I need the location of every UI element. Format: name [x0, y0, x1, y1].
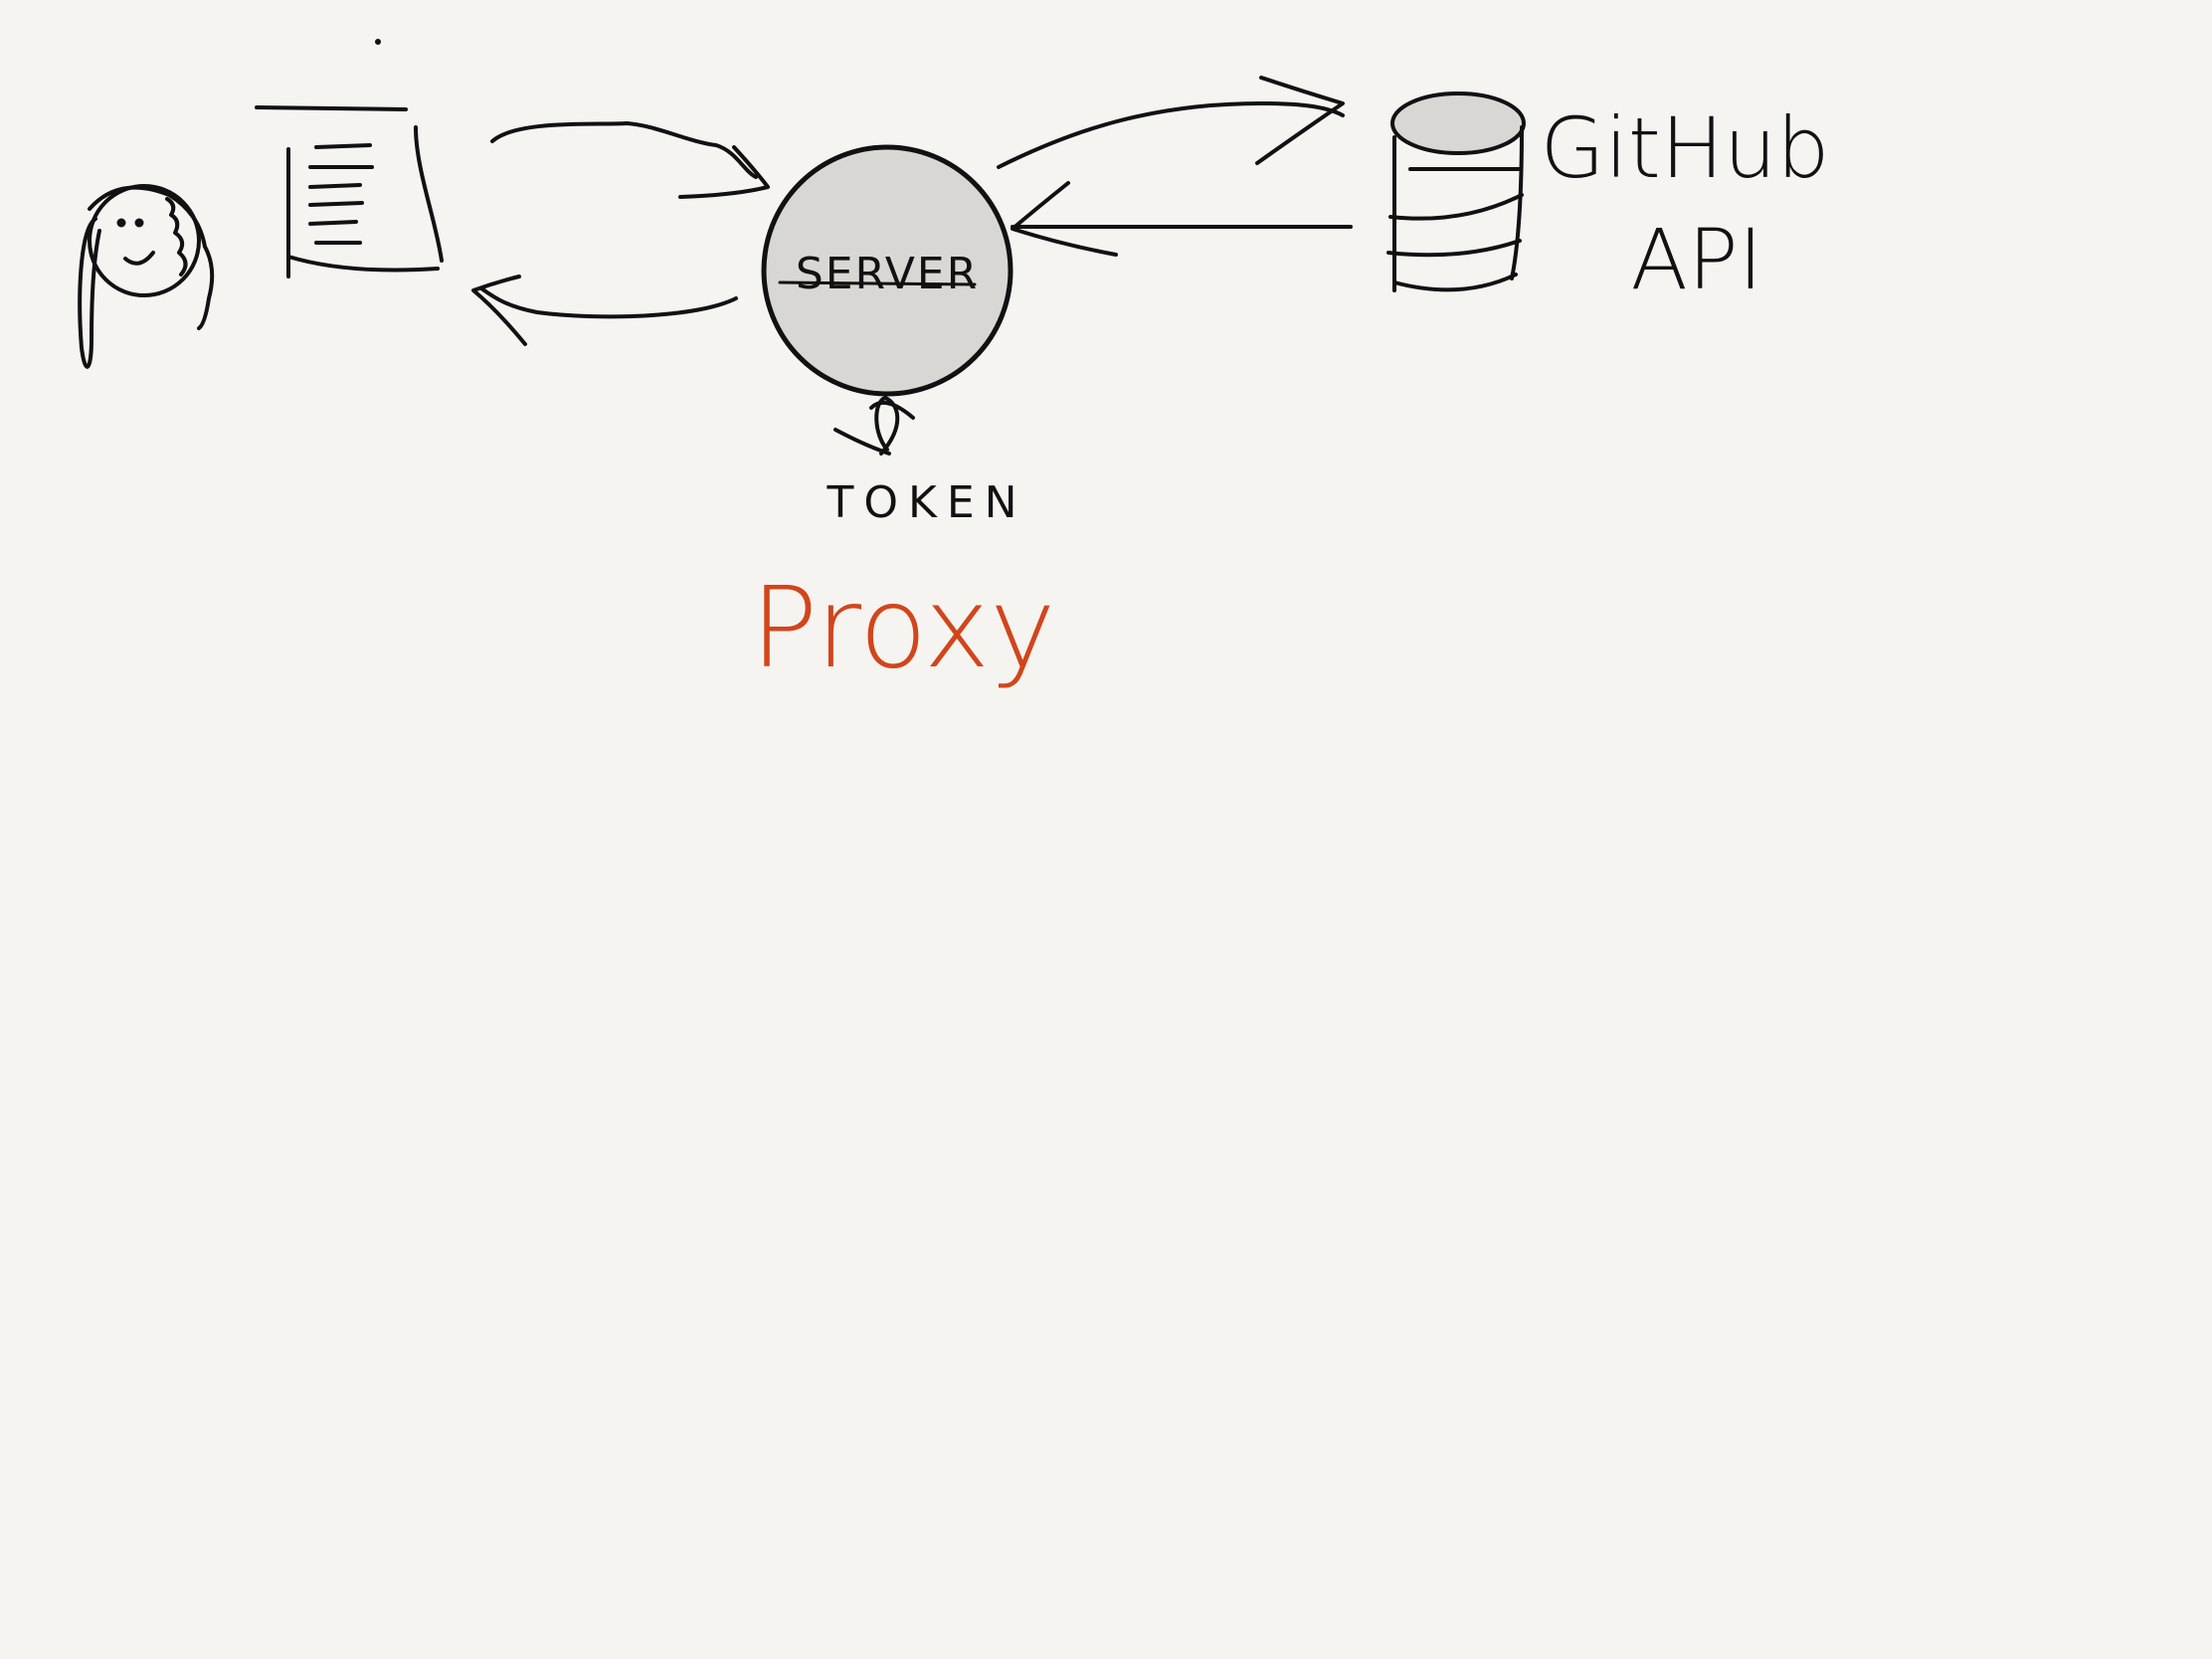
api-title-line1: GitHub	[1540, 99, 1829, 197]
api-response-arrow	[1011, 181, 1353, 257]
database-icon	[1386, 92, 1526, 292]
document-icon	[255, 105, 444, 278]
api-title-line2: API	[1631, 211, 1763, 308]
response-arrow	[471, 275, 738, 346]
request-arrow	[490, 121, 770, 199]
dot-mark	[375, 39, 381, 45]
server-icon	[761, 144, 1014, 397]
api-request-arrow	[997, 76, 1345, 169]
server-label: SERVER	[796, 249, 979, 299]
token-link-arrow	[833, 396, 915, 456]
proxy-title: Proxy	[751, 564, 1056, 693]
person-icon	[78, 184, 215, 369]
token-label: TOKEN	[826, 477, 1026, 528]
